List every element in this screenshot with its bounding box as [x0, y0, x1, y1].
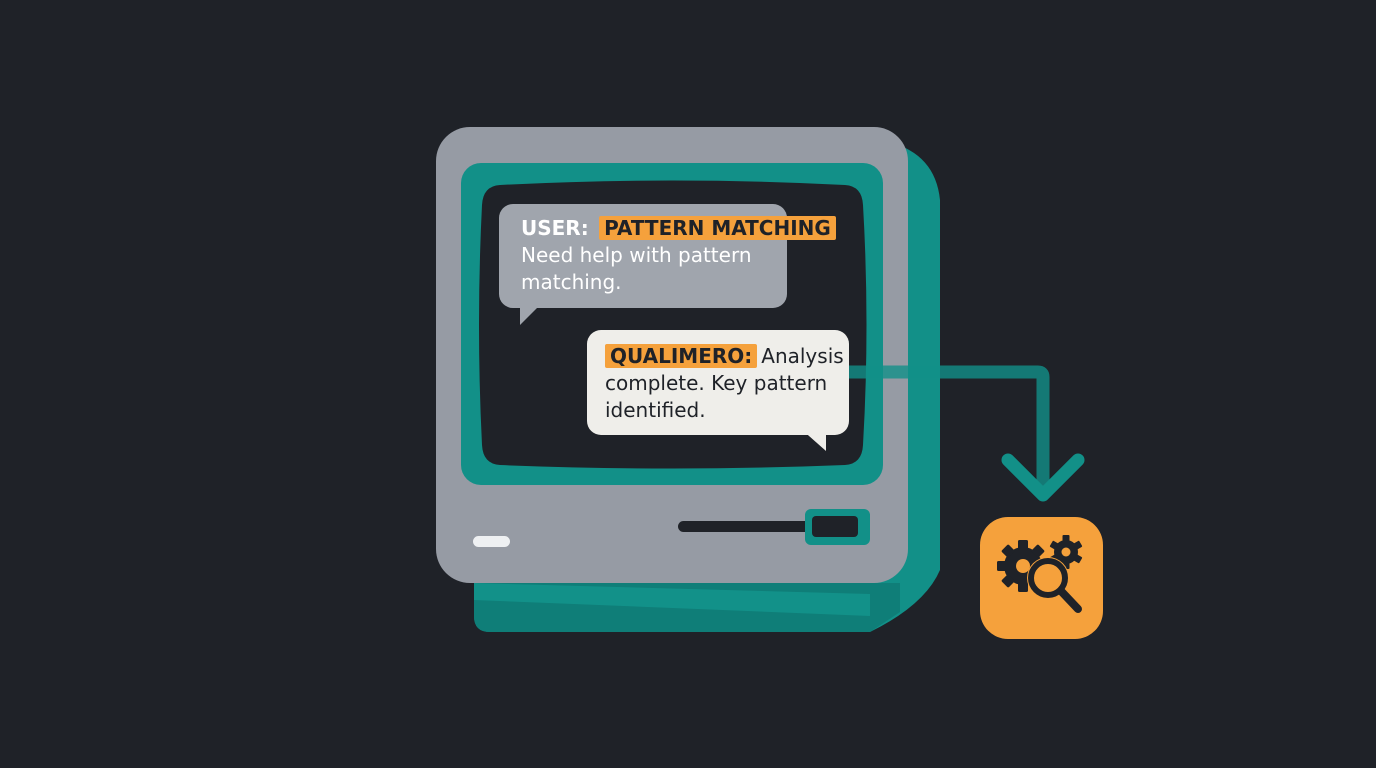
user-speaker-label: USER:	[521, 216, 589, 240]
power-light	[473, 536, 510, 547]
assistant-message-bubble: QUALIMERO:Analysis complete. Key pattern…	[587, 330, 849, 435]
assistant-message-line-1: Analysis	[761, 344, 844, 368]
topic-tag: PATTERN MATCHING	[599, 216, 836, 240]
flow-arrow-icon	[835, 365, 1085, 502]
user-message-line-1: Need help with pattern	[521, 243, 752, 267]
assistant-speaker-tag: QUALIMERO:	[605, 344, 758, 368]
user-message-line-2: matching.	[521, 270, 622, 294]
computer-base-band	[474, 583, 870, 616]
assistant-message-line-2: complete. Key pattern	[605, 371, 828, 395]
gears-magnifier-icon	[980, 517, 1103, 639]
disk-slot-inner	[812, 516, 858, 537]
user-message-bubble: USER: PATTERN MATCHING Need help with pa…	[499, 204, 836, 308]
assistant-message-line-3: identified.	[605, 398, 706, 422]
